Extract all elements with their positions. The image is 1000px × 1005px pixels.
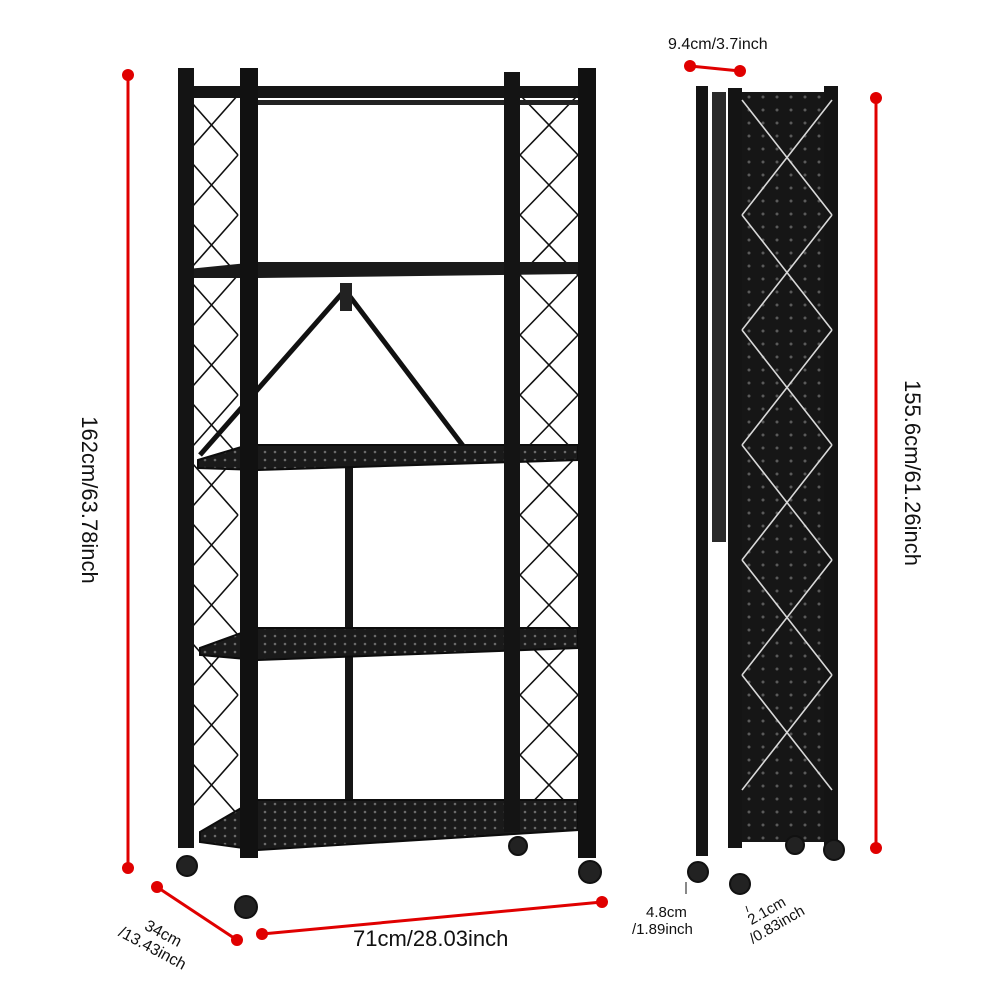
height-dimension-label: 162cm/63.78inch bbox=[77, 416, 102, 584]
top-rail bbox=[180, 86, 590, 98]
caster-wheel bbox=[785, 835, 805, 855]
caster-wheel bbox=[729, 873, 751, 895]
folded-caster-wheels bbox=[687, 835, 845, 895]
width-dimension-line bbox=[261, 900, 603, 936]
folded-thickness-line bbox=[689, 64, 741, 73]
front-right-post bbox=[578, 68, 596, 858]
folded-front-post bbox=[696, 86, 708, 856]
folded-shelf-panels bbox=[742, 92, 832, 842]
width-dimension-label: 71cm/28.03inch bbox=[353, 926, 509, 951]
front-left-post bbox=[178, 68, 194, 848]
dimension-lines bbox=[122, 60, 882, 946]
folded-shelf bbox=[687, 86, 845, 895]
caster-wheel bbox=[687, 861, 709, 883]
wheel-size-label: 4.8cm /1.89inch bbox=[632, 904, 693, 938]
folded-rear-post bbox=[824, 86, 838, 846]
caster-wheel bbox=[508, 836, 528, 856]
front-left-inner-post bbox=[240, 68, 258, 858]
wheel-size-line2: /1.89inch bbox=[632, 921, 693, 938]
caster-wheel bbox=[176, 855, 198, 877]
folded-height-label: 155.6cm/61.26inch bbox=[900, 380, 925, 566]
caster-wheel bbox=[578, 860, 602, 884]
rear-right-post bbox=[504, 72, 520, 832]
shelf-tier-1 bbox=[178, 262, 578, 278]
caster-wheel bbox=[234, 895, 258, 919]
caster-wheel bbox=[823, 839, 845, 861]
back-brace bbox=[198, 288, 472, 457]
caster-wheels bbox=[176, 836, 602, 919]
right-side-lattice bbox=[519, 94, 579, 816]
depth-dimension-line bbox=[156, 885, 238, 942]
left-side-lattice bbox=[184, 94, 239, 816]
folded-lattice bbox=[741, 99, 833, 791]
folded-thickness-label: 9.4cm/3.7inch bbox=[668, 36, 768, 53]
wheel-size-line1: 4.8cm bbox=[646, 904, 687, 921]
assembled-shelf bbox=[176, 68, 602, 919]
